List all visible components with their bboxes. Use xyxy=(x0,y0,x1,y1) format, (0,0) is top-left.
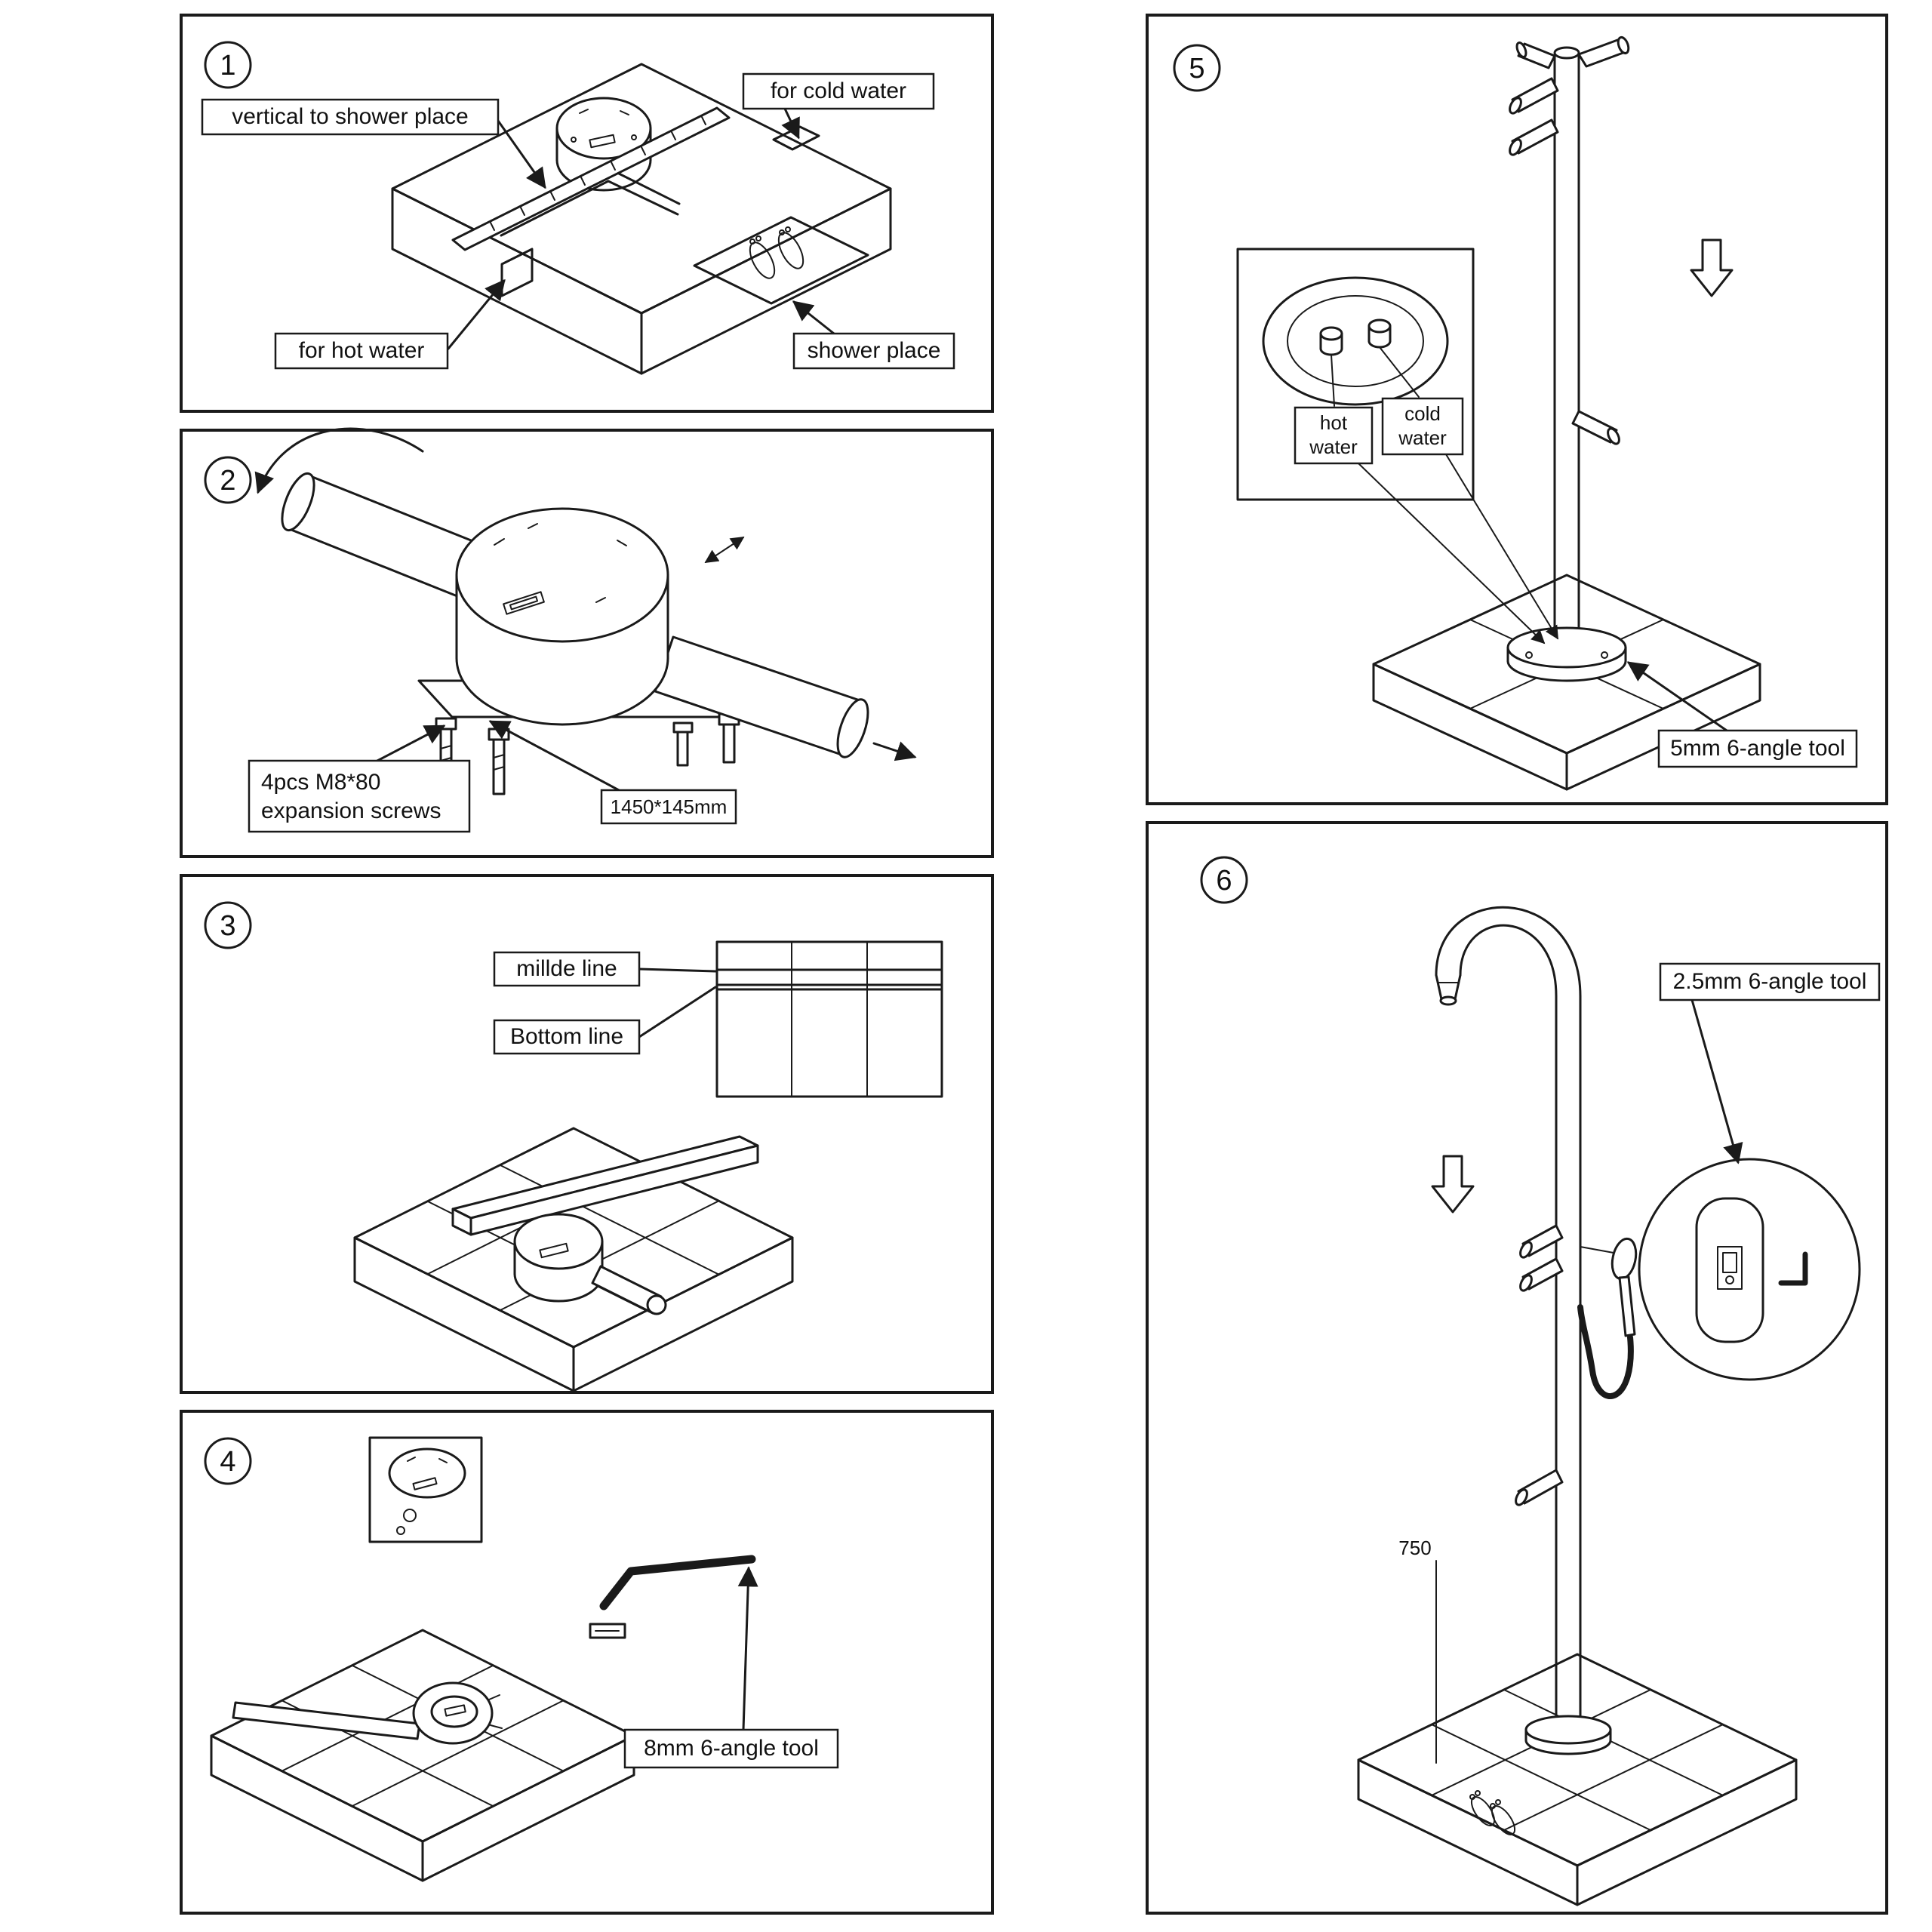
label-shower-place-box xyxy=(792,332,955,370)
panel-2-number: 2 xyxy=(220,465,235,497)
label-25mm-tool: 2.5mm 6-angle tool xyxy=(1673,969,1867,994)
panel-5-number: 5 xyxy=(1189,53,1204,85)
panel-1-number-badge xyxy=(204,41,252,89)
label-screws-box xyxy=(248,759,471,833)
label-shower-place: shower place xyxy=(808,338,941,363)
magnifier-circle-icon xyxy=(1638,1158,1861,1381)
label-hot-box xyxy=(274,332,449,370)
label-hot-water-line2: water xyxy=(1309,435,1358,458)
label-cold: for cold water xyxy=(771,78,906,103)
dimension-arrow-icon xyxy=(704,537,745,563)
panel-2-number-badge xyxy=(204,456,252,504)
label-5mm-tool: 5mm 6-angle tool xyxy=(1670,736,1845,761)
label-hot-water-line1: hot xyxy=(1320,411,1348,434)
panel-5-border xyxy=(1146,14,1888,805)
label-middle-line-box xyxy=(493,951,641,987)
dimension-750: 750 xyxy=(1398,1537,1431,1559)
panel-4-inset-parts xyxy=(368,1436,483,1543)
panel-3-platform-illustration xyxy=(353,1127,794,1392)
panel-4-base-illustration xyxy=(210,1555,756,1882)
panel-3-border xyxy=(180,874,994,1394)
panel-2-valve-illustration xyxy=(281,472,869,795)
label-bottom-line-box xyxy=(493,1019,641,1055)
panel-6-number-badge xyxy=(1200,856,1248,904)
panel-3-line-diagram xyxy=(715,940,943,1098)
panel-2-leaders xyxy=(376,720,620,792)
panel-6-number: 6 xyxy=(1216,865,1232,897)
panel-5-number-badge xyxy=(1173,44,1221,92)
panel-2: 2 xyxy=(180,427,994,858)
panel-1-leaders xyxy=(447,107,835,350)
insert-down-arrow-icon xyxy=(1690,238,1734,297)
label-vertical: vertical to shower place xyxy=(232,104,468,129)
label-5mm-tool-box xyxy=(1657,729,1858,768)
label-25mm-tool-box xyxy=(1659,962,1881,1001)
rotate-arrow-icon xyxy=(254,427,424,494)
panel-4-number: 4 xyxy=(220,1446,235,1478)
slide-arrow-icon xyxy=(872,741,917,761)
panel-1-number: 1 xyxy=(220,50,235,82)
label-cold-water-line1: cold xyxy=(1404,402,1441,425)
panel-2-arrows xyxy=(254,427,917,761)
panel-3-number: 3 xyxy=(220,910,235,942)
label-middle-line: millde line xyxy=(516,956,617,981)
label-cold-water-line2: water xyxy=(1398,426,1447,449)
label-screws-line1: 4pcs M8*80 xyxy=(261,770,380,795)
label-hot: for hot water xyxy=(299,338,425,363)
panel-1-slab-illustration xyxy=(391,63,892,375)
panel-5-leaders xyxy=(1358,454,1728,732)
panel-6-leaders xyxy=(1690,998,1743,1164)
allen-key-icon xyxy=(599,1555,756,1611)
label-8mm-tool-box xyxy=(623,1728,839,1769)
panel-1: 1 xyxy=(180,14,994,413)
label-cold-water-box xyxy=(1381,397,1464,456)
panel-6-border xyxy=(1146,821,1888,1915)
panel-4: 4 xyxy=(180,1410,994,1915)
panel-6-shower-illustration xyxy=(1357,906,1798,1906)
panel-4-border xyxy=(180,1410,994,1915)
label-cold-box xyxy=(742,72,935,110)
label-8mm-tool: 8mm 6-angle tool xyxy=(644,1736,819,1761)
panel-6: 6 xyxy=(1146,821,1888,1915)
hand-shower-icon xyxy=(1611,1237,1638,1281)
label-bottom-line: Bottom line xyxy=(510,1024,623,1049)
panel-3: 3 millde line Bottom line xyxy=(180,874,994,1394)
label-plate-dim: 1450*145mm xyxy=(611,795,728,818)
panel-3-number-badge xyxy=(204,901,252,949)
label-screws-line2: expansion screws xyxy=(261,798,441,823)
panel-4-leaders xyxy=(737,1566,758,1731)
panel-1-border xyxy=(180,14,994,413)
panel-3-leaders xyxy=(638,968,717,1038)
panel-2-border xyxy=(180,429,994,858)
insert-down-arrow-icon xyxy=(1431,1155,1475,1214)
wrench-icon xyxy=(232,1701,421,1740)
panel-4-number-badge xyxy=(204,1437,252,1485)
label-hot-water-box xyxy=(1294,406,1374,465)
label-vertical-box xyxy=(201,98,500,136)
panel-6-magnifier xyxy=(1638,1158,1861,1381)
small-allen-key-icon xyxy=(1778,1251,1808,1286)
panel-5: 5 xyxy=(1146,14,1888,805)
label-plate-dim-box xyxy=(600,789,737,825)
panel-5-column-illustration xyxy=(1372,35,1761,791)
